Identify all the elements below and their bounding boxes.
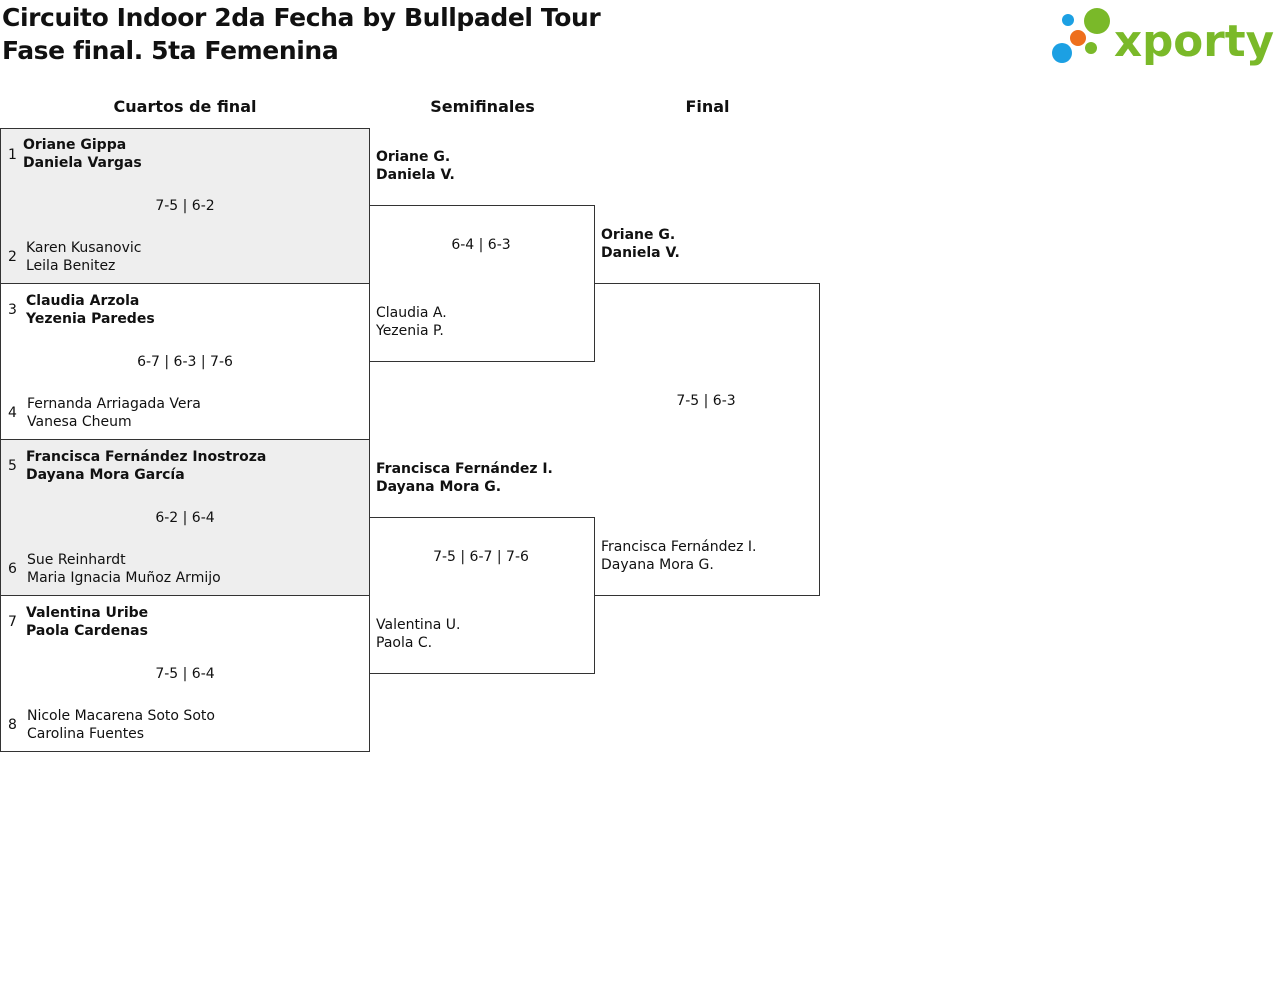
team-winner: Oriane Gippa Daniela Vargas [23,136,142,172]
match-score: 7-5 | 6-4 [155,666,215,682]
player-name: Francisca Fernández I. [601,539,757,555]
logo-text: xporty [1114,16,1274,67]
team-loser: Valentina U. Paola C. [376,616,460,652]
logo-dots-icon: xporty [1052,8,1274,67]
xporty-logo[interactable]: xporty [1050,4,1276,68]
player-name: Paola Cardenas [26,623,148,639]
team-loser: Karen Kusanovic Leila Benitez [26,239,141,275]
match-score: 6-7 | 6-3 | 7-6 [137,354,233,370]
page-title: Circuito Indoor 2da Fecha by Bullpadel T… [2,3,601,32]
player-name: Claudia Arzola [26,293,140,309]
match-box-qf3[interactable]: 5 Francisca Fernández Inostroza Dayana M… [0,439,370,596]
player-name: Oriane G. [601,227,676,243]
match-box-qf4[interactable]: 7 Valentina Uribe Paola Cardenas 7-5 | 6… [0,595,370,752]
page-subtitle: Fase final. 5ta Femenina [2,36,339,65]
match-box-final[interactable]: 7-5 | 6-3 Francisca Fernández I. Dayana … [594,283,820,596]
player-name: Dayana Mora G. [376,479,502,495]
player-name: Paola C. [376,635,433,651]
team-winner: Francisca Fernández I. Dayana Mora G. [376,460,553,496]
seed-number: 5 [8,458,17,474]
round-heading-semifinals: Semifinales [430,97,535,116]
player-name: Daniela V. [376,167,455,183]
seed-number: 3 [8,302,17,318]
player-name: Leila Benitez [26,258,116,274]
team-loser: Sue Reinhardt Maria Ignacia Muñoz Armijo [27,551,221,587]
player-name: Maria Ignacia Muñoz Armijo [27,570,221,586]
player-name: Sue Reinhardt [27,552,126,568]
seed-number: 2 [8,249,17,265]
seed-number: 8 [8,717,17,733]
team-winner: Claudia Arzola Yezenia Paredes [26,292,155,328]
team-loser: Fernanda Arriagada Vera Vanesa Cheum [27,395,201,431]
match-score: 7-5 | 6-7 | 7-6 [433,549,529,565]
player-name: Oriane Gippa [23,137,127,153]
team-winner: Valentina Uribe Paola Cardenas [26,604,148,640]
match-score: 7-5 | 6-3 [676,393,736,409]
player-name: Valentina U. [376,617,461,633]
match-box-qf2[interactable]: 3 Claudia Arzola Yezenia Paredes 6-7 | 6… [0,283,370,440]
seed-number: 4 [8,405,17,421]
player-name: Dayana Mora G. [601,557,714,573]
match-box-sf1[interactable]: 6-4 | 6-3 Claudia A. Yezenia P. [369,205,595,362]
match-score: 7-5 | 6-2 [155,198,215,214]
team-winner: Oriane G. Daniela V. [376,148,455,184]
player-name: Claudia A. [376,305,447,321]
player-name: Oriane G. [376,149,451,165]
team-loser: Claudia A. Yezenia P. [376,304,447,340]
round-heading-final: Final [685,97,730,116]
seed-number: 7 [8,614,17,630]
match-score: 6-4 | 6-3 [451,237,511,253]
player-name: Daniela V. [601,245,680,261]
player-name: Francisca Fernández I. [376,461,553,477]
player-name: Yezenia Paredes [26,311,155,327]
player-name: Francisca Fernández Inostroza [26,449,267,465]
seed-number: 1 [8,147,17,163]
team-loser: Nicole Macarena Soto Soto Carolina Fuent… [27,707,215,743]
player-name: Fernanda Arriagada Vera [27,396,201,412]
player-name: Nicole Macarena Soto Soto [27,708,215,724]
team-winner: Oriane G. Daniela V. [601,226,680,262]
player-name: Vanesa Cheum [27,414,132,430]
player-name: Karen Kusanovic [26,240,142,256]
match-box-qf1[interactable]: 1 Oriane Gippa Daniela Vargas 7-5 | 6-2 … [0,128,370,284]
player-name: Daniela Vargas [23,155,142,171]
match-score: 6-2 | 6-4 [155,510,215,526]
team-loser: Francisca Fernández I. Dayana Mora G. [601,538,756,574]
seed-number: 6 [8,561,17,577]
match-box-sf2[interactable]: 7-5 | 6-7 | 7-6 Valentina U. Paola C. [369,517,595,674]
player-name: Carolina Fuentes [27,726,145,742]
team-winner: Francisca Fernández Inostroza Dayana Mor… [26,448,266,484]
round-heading-quarterfinals: Cuartos de final [113,97,257,116]
player-name: Yezenia P. [376,323,444,339]
player-name: Dayana Mora García [26,467,185,483]
player-name: Valentina Uribe [26,605,149,621]
